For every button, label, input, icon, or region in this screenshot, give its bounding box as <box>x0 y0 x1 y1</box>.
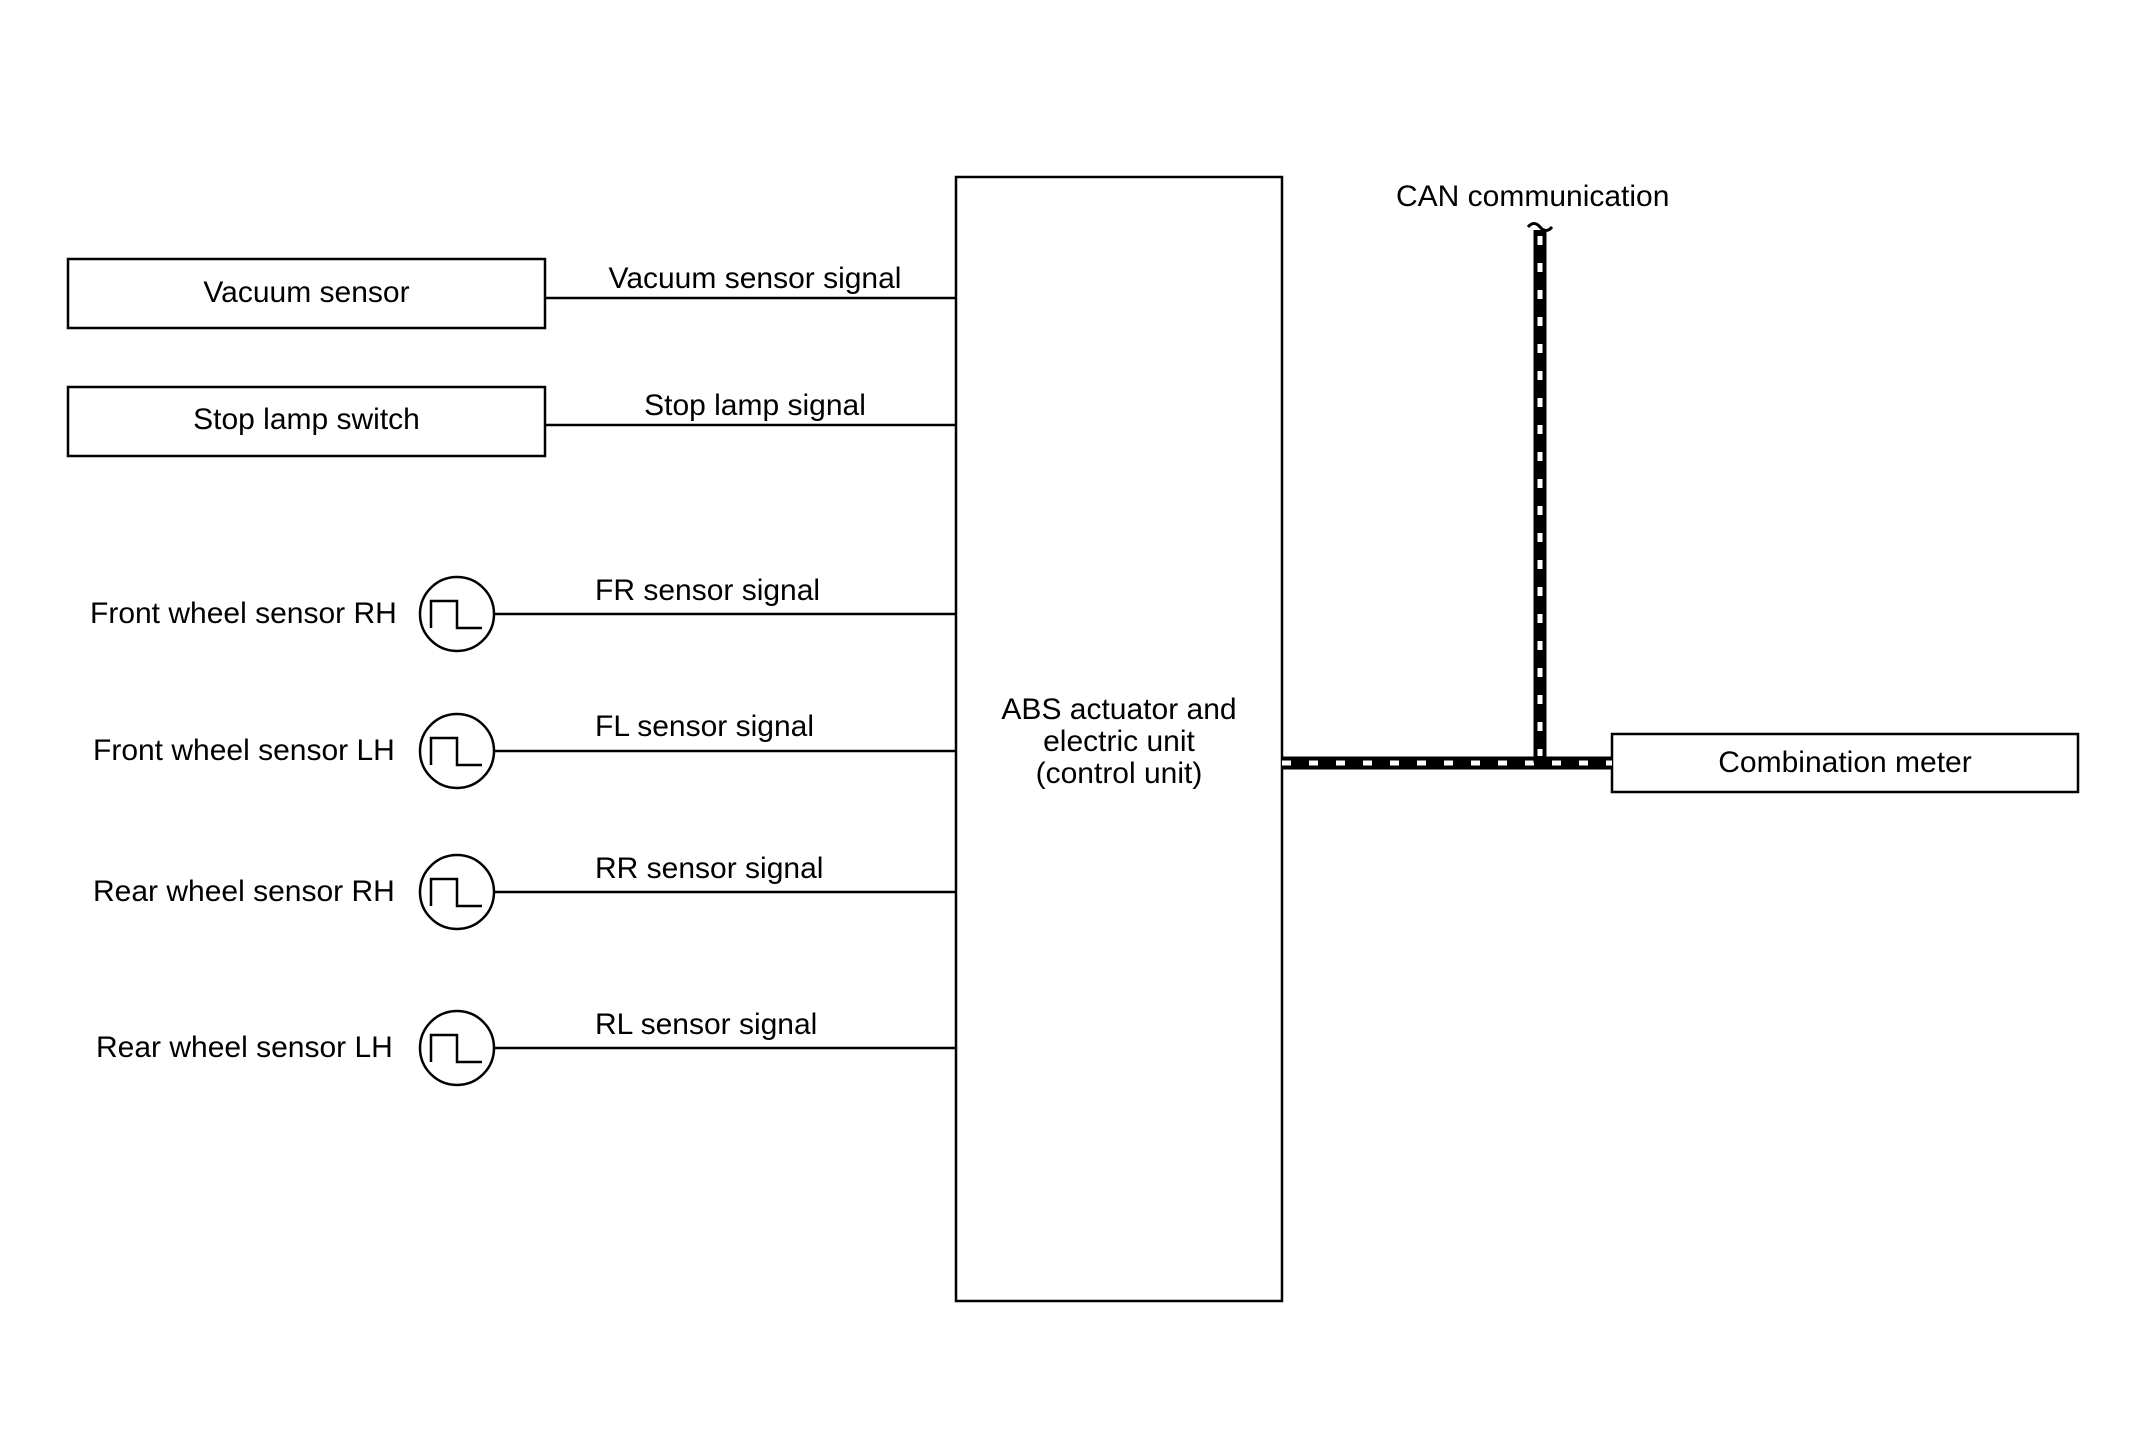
fr-signal-label: FR sensor signal <box>595 574 821 607</box>
abs-unit-label: ABS actuator and electric unit (control … <box>956 694 1282 790</box>
abs-unit-box <box>954 175 1284 1303</box>
stop-lamp-signal-label: Stop lamp signal <box>644 389 866 422</box>
abs-unit-label-line1: ABS actuator and <box>1001 693 1237 726</box>
rr-signal-label: RR sensor signal <box>595 852 824 885</box>
rl-signal-label: RL sensor signal <box>595 1008 818 1041</box>
can-break-icon <box>1526 222 1554 232</box>
front-wheel-rh-label: Front wheel sensor RH <box>90 597 397 630</box>
can-communication-label: CAN communication <box>1396 180 1670 213</box>
abs-unit-label-line3: (control unit) <box>1035 757 1203 790</box>
abs-unit-label-line2: electric unit <box>1043 725 1195 758</box>
combination-meter-label: Combination meter <box>1718 746 1972 779</box>
rear-wheel-rh-sensor-icon <box>418 853 496 931</box>
stop-lamp-switch-label: Stop lamp switch <box>193 403 420 436</box>
front-wheel-lh-label: Front wheel sensor LH <box>93 734 395 767</box>
stop-lamp-switch-box <box>66 385 547 458</box>
front-wheel-rh-sensor-icon <box>418 575 496 653</box>
vacuum-sensor-box <box>66 257 547 330</box>
front-wheel-lh-sensor-icon <box>418 712 496 790</box>
rear-wheel-lh-label: Rear wheel sensor LH <box>96 1031 393 1064</box>
rear-wheel-lh-sensor-icon <box>418 1009 496 1087</box>
vacuum-sensor-label: Vacuum sensor <box>203 276 410 309</box>
rear-wheel-rh-label: Rear wheel sensor RH <box>93 875 395 908</box>
fl-signal-label: FL sensor signal <box>595 710 814 743</box>
vacuum-signal-label: Vacuum sensor signal <box>608 262 902 295</box>
